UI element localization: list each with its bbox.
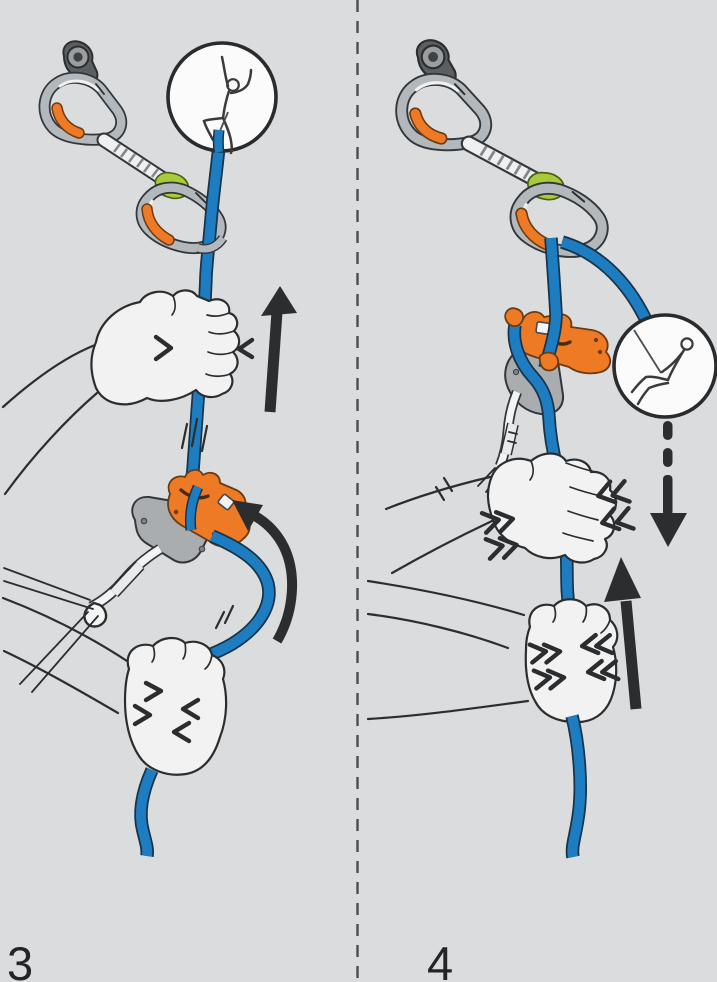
harness-carabiner-4 xyxy=(477,389,522,493)
guide-hand-3 xyxy=(1,289,255,496)
brake-fist-3 xyxy=(1,596,228,776)
circle-badge xyxy=(612,313,717,419)
step-label-4: 4 xyxy=(427,937,453,982)
up-arrow-4 xyxy=(604,557,642,710)
up-arrow-icon xyxy=(620,600,642,710)
upper-hand-4 xyxy=(384,452,636,575)
curved-rotation-arrow-icon xyxy=(252,511,297,644)
rope-tail-4 xyxy=(565,714,587,859)
lower-carabiner-front-bar xyxy=(196,234,228,254)
grip-chevrons-fist-4 xyxy=(527,632,621,691)
belay-device-3 xyxy=(131,469,251,564)
climber-circle-4 xyxy=(612,313,717,419)
dashed-down-arrow-icon xyxy=(663,421,673,440)
rope-tail-3 xyxy=(134,767,159,857)
lower-fist-4 xyxy=(366,579,621,724)
up-arrow-icon xyxy=(264,311,283,413)
up-arrow-3 xyxy=(261,286,297,413)
grip-chevrons-upper-3 xyxy=(153,334,255,362)
dashed-down-arrow-4 xyxy=(650,421,687,547)
grip-chevrons-fist-3 xyxy=(132,680,201,744)
panel-step-3: 3 xyxy=(1,41,297,982)
curved-arrow-3 xyxy=(232,500,297,644)
grip-chevrons-upper-4 xyxy=(479,478,636,561)
climber-hanging-icon xyxy=(630,337,694,406)
step-label-3: 3 xyxy=(7,937,33,982)
harness-straps xyxy=(3,567,99,693)
quickdraw-4 xyxy=(396,27,604,266)
panel-step-4: 4 xyxy=(366,27,717,982)
device-entry-rope-4 xyxy=(538,237,563,372)
brake-rope-loop-3 xyxy=(201,529,276,664)
climber-circle-3 xyxy=(166,41,278,155)
harness-carabiner-3 xyxy=(3,544,163,693)
climber-ascending-icon xyxy=(202,55,253,155)
